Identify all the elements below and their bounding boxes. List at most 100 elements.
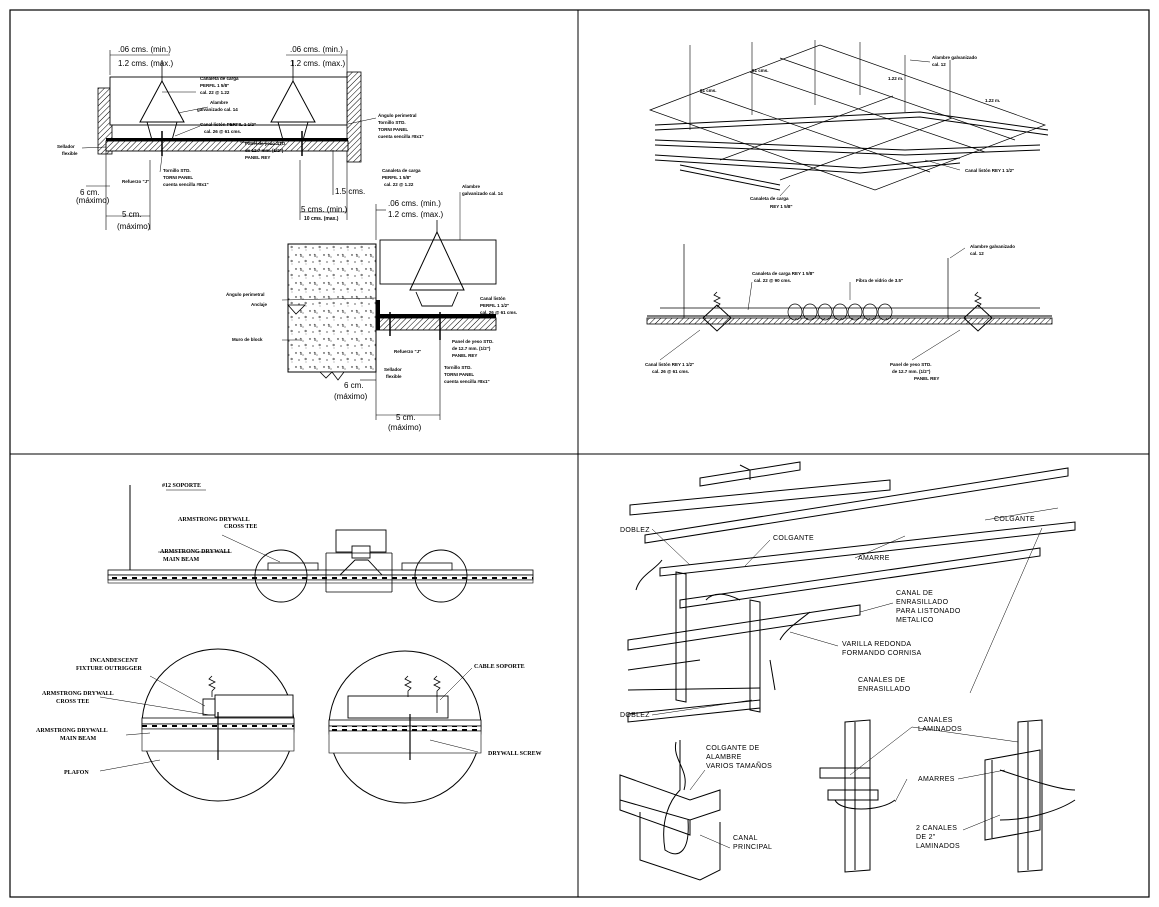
label-q3-plafon: PLAFON bbox=[64, 770, 89, 776]
dim-top-left-min: .06 cms. (min.) bbox=[118, 45, 171, 54]
label-q4-canal-principal-1: CANAL bbox=[733, 835, 758, 842]
dim-maximo-2: (máximo) bbox=[117, 222, 151, 231]
label-sellador-1: Sellador bbox=[57, 144, 75, 149]
dim-d2-6cm: 6 cm. bbox=[344, 381, 364, 390]
label-q3-soporte: #12 SOPORTE bbox=[162, 483, 201, 489]
dim-top-left-max: 1.2 cms. (max.) bbox=[118, 59, 173, 68]
label-q2-canal-liston: Canal listón REY 1 1/2" bbox=[965, 168, 1014, 173]
label-canal-2: cal. 26 @ 61 cms. bbox=[204, 129, 241, 134]
dim-d2-maximo-2: (máximo) bbox=[388, 423, 422, 432]
armstrong-drywall-grid-section bbox=[107, 485, 534, 603]
label-alambre-1: Alambre bbox=[210, 100, 229, 105]
label-q4-laminados-2: LAMINADOS bbox=[918, 726, 962, 733]
detail-perimeter-ceiling-section bbox=[81, 50, 377, 230]
dim-q2-122-a: 1.22 m. bbox=[888, 76, 903, 81]
label-q2-alambre-2: cal. 12 bbox=[932, 62, 946, 67]
detail-circle-left bbox=[99, 648, 295, 802]
label-q4-dos-canales-1: 2 CANALES bbox=[916, 825, 957, 832]
dim-6cm: 6 cm. bbox=[80, 188, 100, 197]
label-q2s-alambre-1: Alambre galvanizado bbox=[970, 244, 1015, 249]
label-q4-canal-3: PARA LISTONADO bbox=[896, 608, 961, 615]
label-q4-dos-canales-3: LAMINADOS bbox=[916, 843, 960, 850]
label-q2-alambre-1: Alambre galvanizado bbox=[932, 55, 977, 60]
label-angulo-3: TORNI PANEL bbox=[378, 127, 408, 132]
label-d2-canal-1: Canal listón bbox=[480, 296, 506, 301]
label-q3-cable: CABLE SOPORTE bbox=[474, 664, 525, 670]
label-d2-sellador-1: Sellador bbox=[384, 367, 402, 372]
section-ceiling-insulation bbox=[646, 244, 1053, 361]
label-q4-varilla-1: VARILLA REDONDA bbox=[842, 641, 911, 648]
label-q2s-canaleta-1: Canaleta de carga REY 1 5/8" bbox=[752, 271, 814, 276]
label-canaleta-3: cal. 22 @ 1.22 bbox=[200, 90, 230, 95]
label-q3-incand-1: INCANDESCENT bbox=[90, 658, 138, 664]
label-angulo-2: Tornillo STD. bbox=[378, 120, 406, 125]
detail-laminated-channels bbox=[819, 719, 1076, 873]
label-q4-amarre: AMARRE bbox=[858, 555, 890, 562]
label-d2-alambre-2: galvanizado cal. 14 bbox=[462, 191, 503, 196]
label-d2-tornillo-3: cuenta sencilla #8x1" bbox=[444, 379, 490, 384]
label-d2-canaleta-2: PERFIL 1 5/8" bbox=[382, 175, 411, 180]
label-q4-colg-alambre-3: VARIOS TAMAÑOS bbox=[706, 761, 772, 770]
label-q4-amarres: AMARRES bbox=[918, 776, 955, 783]
label-d2-sellador-2: flexible bbox=[386, 374, 402, 379]
detail-circle-right bbox=[328, 650, 482, 804]
label-panel-1: Panel de yeso STD. bbox=[245, 141, 287, 146]
label-q3-main-beam-1: ARMSTRONG DRYWALL bbox=[160, 549, 232, 555]
label-tornillo-2: TORNI PANEL bbox=[163, 175, 193, 180]
q4-leaders bbox=[651, 507, 1059, 716]
label-q4-canales-1: CANALES DE bbox=[858, 677, 905, 684]
label-q3-cross-tee-1: ARMSTRONG DRYWALL bbox=[178, 517, 250, 523]
label-canaleta-1: Canaleta de carga bbox=[200, 76, 239, 81]
detail-wall-angle-section bbox=[281, 192, 497, 420]
sheet-frame bbox=[9, 9, 1150, 898]
label-q4-varilla-2: FORMANDO CORNISA bbox=[842, 650, 921, 657]
label-q4-canal-principal-2: PRINCIPAL bbox=[733, 844, 772, 851]
label-q3-cross-tee-2: CROSS TEE bbox=[224, 524, 257, 530]
label-d2-canaleta-3: cal. 22 @ 1.22 bbox=[384, 182, 414, 187]
label-q4-doblez-top: DOBLEZ bbox=[620, 527, 650, 534]
dim-q2-61-b: 61 cms. bbox=[752, 68, 769, 73]
label-alambre-2: galvanizado cal. 14 bbox=[197, 107, 238, 112]
dim-5cm: 5 cm. bbox=[122, 210, 142, 219]
label-tornillo-1: Tornillo STD. bbox=[163, 168, 191, 173]
detail-wire-hanger bbox=[619, 740, 731, 881]
label-q2s-panel-2: de 12.7 mm. (1/2") bbox=[892, 369, 931, 374]
label-angulo-1: Ángulo perimetral bbox=[378, 112, 417, 118]
label-q4-laminados-1: CANALES bbox=[918, 717, 953, 724]
label-q4-canal-2: ENRASILLADO bbox=[896, 599, 949, 606]
label-d2-canal-2: PERFIL 1 1/2" bbox=[480, 303, 509, 308]
label-d2-tornillo-1: Tornillo STD. bbox=[444, 365, 472, 370]
label-q4-colg-alambre-2: ALAMBRE bbox=[706, 754, 742, 761]
label-q2-canaleta-1: Canaleta de carga bbox=[750, 196, 789, 201]
dim-q2-61-a: 61 cms. bbox=[700, 88, 717, 93]
dim-5cms-min: 5 cms. (min.) bbox=[301, 205, 348, 214]
label-d2-panel-2: de 12.7 mm. (1/2") bbox=[452, 346, 491, 351]
label-q4-dos-canales-2: DE 2" bbox=[916, 834, 936, 841]
label-canaleta-2: PERFIL 1 5/8" bbox=[200, 83, 229, 88]
label-q3-screw: DRYWALL SCREW bbox=[488, 751, 542, 757]
label-tornillo-3: cuenta sencilla #8x1" bbox=[163, 182, 209, 187]
dim-d2-max: 1.2 cms. (max.) bbox=[388, 210, 443, 219]
label-panel-2: de 12.7 mm. (1/2") bbox=[245, 148, 284, 153]
label-q4-canal-4: METALICO bbox=[896, 617, 934, 624]
label-q2s-fibra: Fibra de vidrio de 3.5" bbox=[856, 278, 903, 283]
label-sellador-2: flexible bbox=[62, 151, 78, 156]
label-q3-d-main-2: MAIN BEAM bbox=[60, 736, 97, 742]
label-d2-alambre-1: Alambre bbox=[462, 184, 481, 189]
label-q4-colg-alambre-1: COLGANTE DE bbox=[706, 745, 760, 752]
label-d2-canaleta-1: Canaleta de carga bbox=[382, 168, 421, 173]
dim-maximo: (máximo) bbox=[76, 196, 110, 205]
label-q3-incand-2: FIXTURE OUTRIGGER bbox=[76, 666, 143, 672]
label-d2-muro: Muro de block bbox=[232, 337, 263, 342]
label-canal-1: Canal listón PERFIL 1 1/2" bbox=[200, 122, 256, 127]
label-q4-canales-2: ENRASILLADO bbox=[858, 686, 911, 693]
label-q3-d-cross-1: ARMSTRONG DRYWALL bbox=[42, 691, 114, 697]
isometric-ceiling-grid bbox=[648, 40, 1049, 197]
label-q2s-canal-1: Canal listón REY 1 1/2" bbox=[645, 362, 694, 367]
label-q2s-canaleta-2: cal. 22 @ 90 cms. bbox=[754, 278, 791, 283]
dim-d2-maximo: (máximo) bbox=[334, 392, 368, 401]
dim-top-right-max: 1.2 cms. (max.) bbox=[290, 59, 345, 68]
label-q3-d-cross-2: CROSS TEE bbox=[56, 699, 89, 705]
label-q4-canal-1: CANAL DE bbox=[896, 590, 933, 597]
